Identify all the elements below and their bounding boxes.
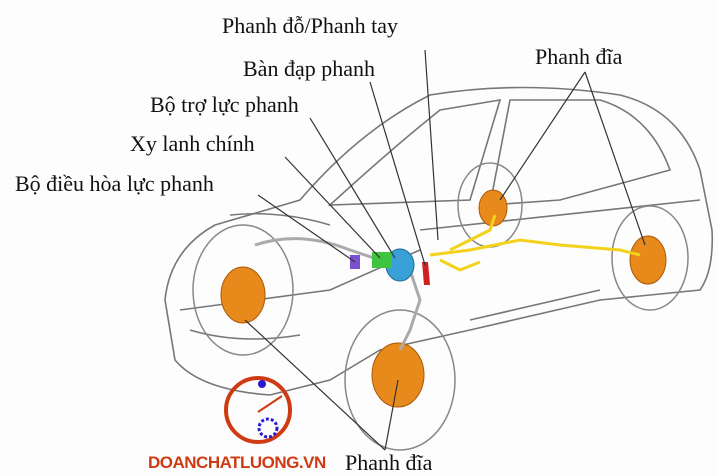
label-proportioning-valve: Bộ điều hòa lực phanh	[15, 171, 214, 196]
master-cylinder	[372, 252, 392, 268]
label-brake-booster: Bộ trợ lực phanh	[150, 92, 299, 117]
label-disc-brake-top: Phanh đĩa	[535, 44, 623, 69]
watermark-logo	[224, 376, 292, 444]
car-body-outline	[164, 86, 714, 396]
label-disc-brake-bottom: Phanh đĩa	[345, 450, 433, 475]
brake-pedal	[422, 262, 430, 285]
disc-brake-rear-right	[629, 235, 667, 285]
disc-brakes	[220, 189, 667, 408]
watermark-text: DOANCHATLUONG.VN	[148, 453, 326, 472]
leader-lines	[244, 49, 646, 451]
label-brake-pedal: Bàn đạp phanh	[243, 56, 375, 81]
disc-brake-front-left	[220, 266, 266, 324]
disc-brake-front-right	[371, 342, 425, 408]
label-master-cylinder: Xy lanh chính	[130, 131, 255, 156]
brake-lines	[254, 214, 641, 351]
label-parking-brake: Phanh đỗ/Phanh tay	[222, 13, 398, 38]
